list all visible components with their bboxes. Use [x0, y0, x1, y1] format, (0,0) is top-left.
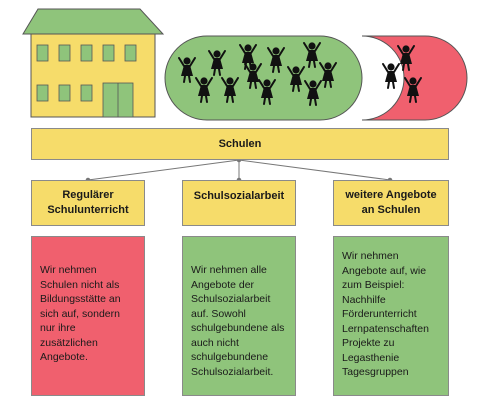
column-title-line: Regulärer — [62, 189, 114, 201]
text-line: Projekte zu — [342, 337, 395, 349]
text-line: Wir nehmen — [342, 250, 399, 262]
column-title-line: Schulsozialarbeit — [193, 189, 285, 202]
column-text-box: Wir nehmen Angebote auf, wie zum Beispie… — [333, 236, 449, 396]
text-line: Angebote auf, wie — [342, 264, 427, 277]
header-box: Schulen — [31, 128, 449, 160]
connector-lines — [85, 157, 393, 183]
text-line: Wir nehmen alle — [191, 264, 267, 276]
text-line: schulgebundene — [191, 351, 269, 363]
header-label: Schulen — [218, 137, 262, 150]
text-line: auf. Sowohl — [191, 307, 246, 320]
text-line: Tagesgruppen — [342, 366, 409, 378]
school-building-icon — [22, 8, 165, 118]
text-line: Förderunterricht — [342, 308, 417, 320]
text-line: zusätzlichen — [40, 336, 98, 349]
column-text-box: Wir nehmen alle Angebote der Schulsozial… — [182, 236, 296, 396]
text-line: Schulsozialarbeit. — [191, 365, 274, 378]
column-title-box: Regulärer Schulunterricht — [31, 180, 145, 226]
text-line: Lernpatenschaften — [342, 322, 429, 335]
children-group-icon — [361, 35, 468, 121]
column-title-line: Schulunterricht — [47, 204, 129, 216]
text-line: schulgebundene als — [191, 322, 285, 334]
column-title-box: Schulsozialarbeit — [182, 180, 296, 226]
text-line: auch nicht — [191, 336, 239, 349]
text-line: Angebote. — [40, 351, 88, 363]
text-line: Legasthenie — [342, 351, 400, 364]
text-line: Nachhilfe — [342, 293, 386, 306]
text-line: zum Beispiel: — [342, 279, 405, 291]
column-title-box: weitere Angebote an Schulen — [333, 180, 449, 226]
text-line: Bildungsstätte an — [40, 293, 121, 305]
text-line: Wir nehmen — [40, 264, 97, 276]
children-group-icon — [164, 35, 363, 121]
text-line: sich auf, sondern — [40, 307, 120, 320]
column-title-line: an Schulen — [361, 204, 421, 216]
text-line: Angebote der — [191, 278, 255, 291]
text-line: nur ihre — [40, 322, 76, 334]
text-line: Schulen nicht als — [40, 278, 120, 291]
text-line: Schulsozialarbeit — [191, 293, 271, 305]
column-title-line: weitere Angebote — [345, 189, 437, 201]
column-text-box: Wir nehmen Schulen nicht als Bildungsstä… — [31, 236, 145, 396]
